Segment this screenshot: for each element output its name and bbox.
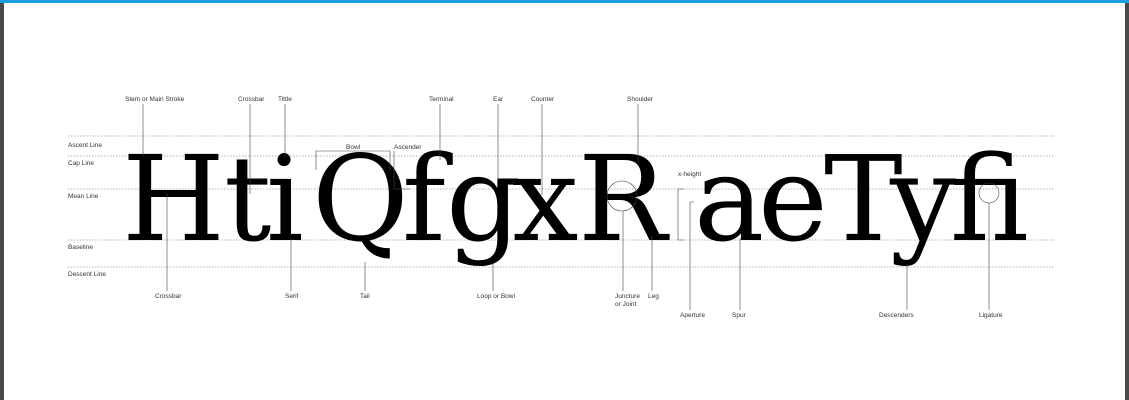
glyph-a: a <box>694 130 764 268</box>
accent-bar <box>0 0 1129 3</box>
label-serif: Serif <box>285 293 299 300</box>
baseline-label: Baseline <box>68 244 93 251</box>
label-juncture-line2: or Joint <box>615 301 637 308</box>
label-x-height: x-height <box>678 171 701 178</box>
bracket-x-height <box>677 188 684 241</box>
label-descenders: Descenders <box>879 312 914 319</box>
label-shoulder: Shoulder <box>627 96 654 103</box>
label-stem: Stem or Main Stroke <box>125 96 185 103</box>
cap-line-label: Cap Line <box>68 160 94 167</box>
label-juncture-line1: Juncture <box>615 293 640 300</box>
bracket-ascender <box>393 151 410 190</box>
glyph-t: t <box>224 130 271 268</box>
label-ligature: Ligature <box>979 312 1003 319</box>
label-ear: Ear <box>493 96 504 103</box>
label-counter: Counter <box>531 96 555 103</box>
label-tail: Tail <box>360 293 370 300</box>
ascent-line-label: Ascent Line <box>68 142 102 149</box>
label-leg: Leg <box>648 293 659 300</box>
label-terminal: Terminal <box>429 96 454 103</box>
glyph-T: T <box>824 130 903 268</box>
glyph-R: R <box>578 130 670 268</box>
glyph-H: H <box>122 130 225 268</box>
glyph-f: f <box>402 130 453 268</box>
label-tittle: Tittle <box>278 96 292 103</box>
glyph-Q: Q <box>312 130 409 268</box>
glyph-x: x <box>512 130 579 268</box>
mean-line-label: Mean Line <box>68 193 99 200</box>
label-crossbar-top: Crossbar <box>238 96 265 103</box>
descent-line-label: Descent Line <box>68 271 106 278</box>
label-ascender: Ascender <box>394 144 422 151</box>
label-loop: Loop or Bowl <box>477 293 515 300</box>
highlight-juncture <box>606 180 638 212</box>
glyph-g: g <box>446 130 522 268</box>
glyph-fi-ligature: ﬁ <box>950 130 1029 268</box>
glyph-y: y <box>889 130 957 268</box>
bracket-bowl <box>315 150 391 170</box>
glyph-e: e <box>758 130 828 268</box>
label-bowl: Bowl <box>346 144 361 151</box>
label-spur: Spur <box>732 312 747 319</box>
leader-aperture <box>689 201 694 310</box>
label-aperture: Aperture <box>680 312 705 319</box>
label-crossbar-bottom: Crossbar <box>155 293 182 300</box>
